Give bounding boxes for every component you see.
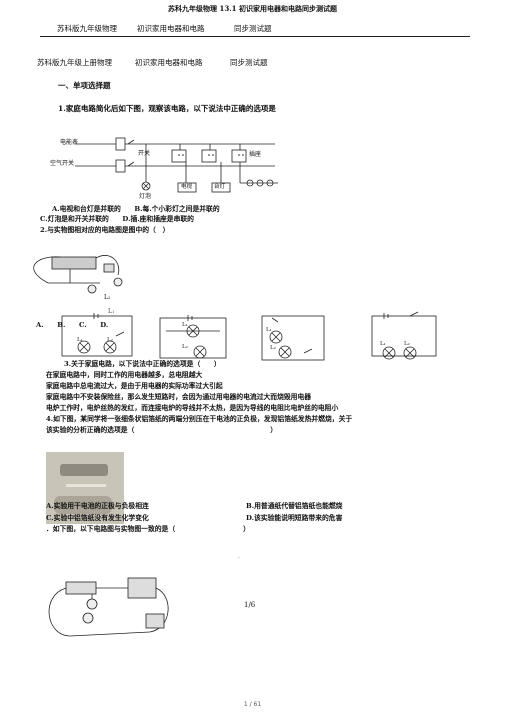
doc-title-right: 同步测试题 — [230, 58, 268, 67]
q4-option-b: B.用普通纸代替铝箔纸也能燃烧 — [246, 502, 343, 510]
q1-label-lamp: 灯泡 — [139, 193, 152, 200]
section-title: 一、单项选择题 — [58, 81, 111, 90]
page-number-bottom: 1 / 61 — [243, 701, 262, 708]
svg-text:L₁: L₁ — [77, 337, 83, 343]
header-rule — [40, 36, 470, 37]
q4-photo — [46, 452, 124, 524]
hand-shape — [54, 496, 112, 514]
svg-text:L₂: L₂ — [104, 294, 111, 301]
q2-stem: 2.与实物图相对应的电路图是图中的（ ） — [40, 226, 170, 234]
q1-label-socket: 插座 — [249, 151, 262, 158]
doc-title-mid: 初识家用电器和电路 — [135, 58, 203, 67]
header-mid: 初识家用电器和电路 — [137, 24, 205, 33]
q1-options-ab: A.电视和台灯是并联的 B.每.个小彩灯之间是并联的 — [52, 205, 220, 213]
svg-text:L₁: L₁ — [182, 322, 188, 328]
q1-stem: 1.家庭电路简化后如下图，观察该电路，以下说法中正确的选项是 — [58, 104, 276, 113]
q3-line3: 家庭电路中不安装保险丝，那么发生短路时，会因为通过用电器的电流过大而烧毁用电器 — [46, 393, 312, 401]
q3-stem: 3.关于家庭电路，以下说法中正确的选项是（ ） — [64, 360, 221, 368]
q1-label-breaker: 空气开关 — [50, 160, 75, 167]
q1-label-meter: 电能表 — [60, 139, 79, 146]
doc-title-left: 苏科版九年级上册物理 — [37, 58, 112, 67]
header-left: 苏科版九年级物理 — [57, 24, 117, 33]
battery-shape — [60, 464, 108, 476]
page-top-title: 苏科九年级物理 13.1 初识家用电器和电路同步测试题 — [168, 4, 337, 13]
svg-text:L₁: L₁ — [108, 308, 114, 315]
q1-label-desk-lamp: 台灯 — [214, 184, 226, 190]
svg-text:L₂: L₂ — [182, 344, 188, 350]
q3-line2: 家庭电路中总电流过大，是由于用电器的实际功率过大引起 — [46, 382, 223, 390]
q4-option-d: D.该实验能说明短路带来的危害 — [246, 514, 343, 522]
q1-label-switch: 开关 — [138, 150, 151, 157]
svg-text:L₂: L₂ — [107, 337, 113, 343]
q3-line1: 在家庭电路中，同时工作的用电器越多，总电阻越大 — [46, 371, 203, 379]
svg-text:L₂: L₂ — [404, 341, 410, 347]
svg-text:L₁: L₁ — [380, 341, 386, 347]
q4-option-a: A.实验用干电池的正极与负极相连 — [46, 502, 149, 510]
dot-mark: . — [238, 553, 240, 560]
svg-text:L₂: L₂ — [270, 345, 276, 351]
q4-stem-2: 该实验的分析正确的选项是（ ） — [46, 426, 278, 434]
q3-line4: 电炉工作时，电炉丝热的发红，而连接电炉的导线并不太热，是因为导线的电阻比电炉丝的… — [46, 404, 339, 412]
header-right: 同步测试题 — [234, 24, 272, 33]
foil-strip — [66, 484, 106, 487]
q2-options-letters: A. B. C. D. — [36, 321, 109, 329]
svg-text:L₁: L₁ — [266, 327, 272, 333]
page-number-mid: 1/6 — [244, 601, 256, 609]
q4-stem-1: 4.如下图，某同学将一张细条状铝箔纸的两端分别压在干电池的正负极，发现铝箔纸发热… — [46, 415, 353, 423]
q1-label-tv: 电视 — [181, 184, 193, 190]
q4-option-c: C.实验中铝箔纸没有发生化学变化 — [46, 514, 149, 522]
q5-stem: ．如下图，以下电路图与实物图一致的是（ ） — [46, 525, 250, 533]
q1-options-cd: C.灯泡是和开关并联的 D.插.座和插座是串联的 — [40, 215, 194, 223]
